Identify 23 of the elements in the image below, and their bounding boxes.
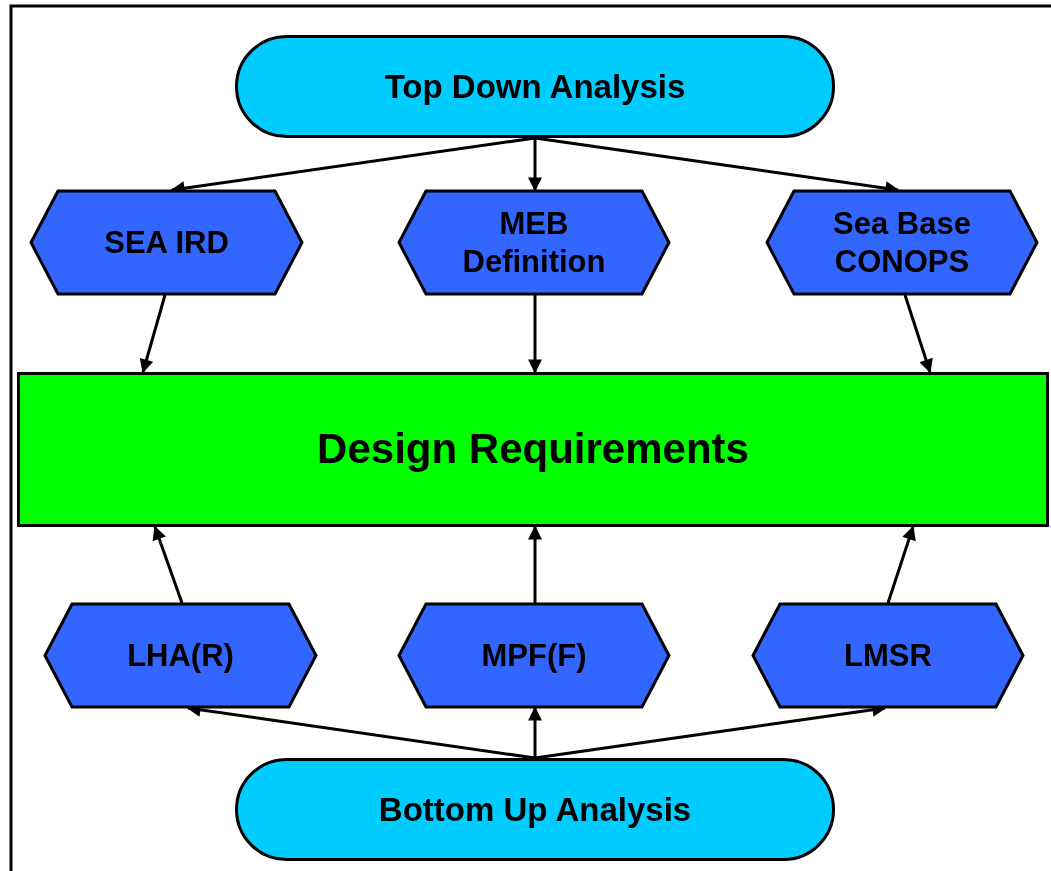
node-label: LHA(R)	[127, 636, 234, 675]
hexagon-box	[30, 190, 303, 295]
process-box	[17, 372, 1049, 527]
hexagon-box	[752, 603, 1024, 708]
node-label: LMSR	[844, 636, 932, 675]
hexagon-box	[398, 603, 670, 708]
hexagon-box	[44, 603, 317, 708]
arrow	[528, 525, 542, 603]
node-label: MEB Definition	[461, 205, 607, 280]
arrow	[152, 525, 184, 604]
node-label: MPF(F)	[481, 636, 587, 675]
arrow	[886, 525, 916, 604]
arrow	[528, 138, 542, 192]
arrow	[139, 294, 167, 374]
node-label: Design Requirements	[317, 424, 749, 475]
node-label: SEA IRD	[104, 223, 229, 262]
node-label: Top Down Analysis	[384, 66, 686, 107]
arrow	[903, 294, 933, 374]
hexagon-box	[766, 190, 1038, 295]
hexagon-box	[398, 190, 670, 295]
node-label: Bottom Up Analysis	[378, 789, 692, 830]
arrow	[528, 295, 542, 374]
node-label: Sea Base CONOPS	[832, 205, 972, 280]
